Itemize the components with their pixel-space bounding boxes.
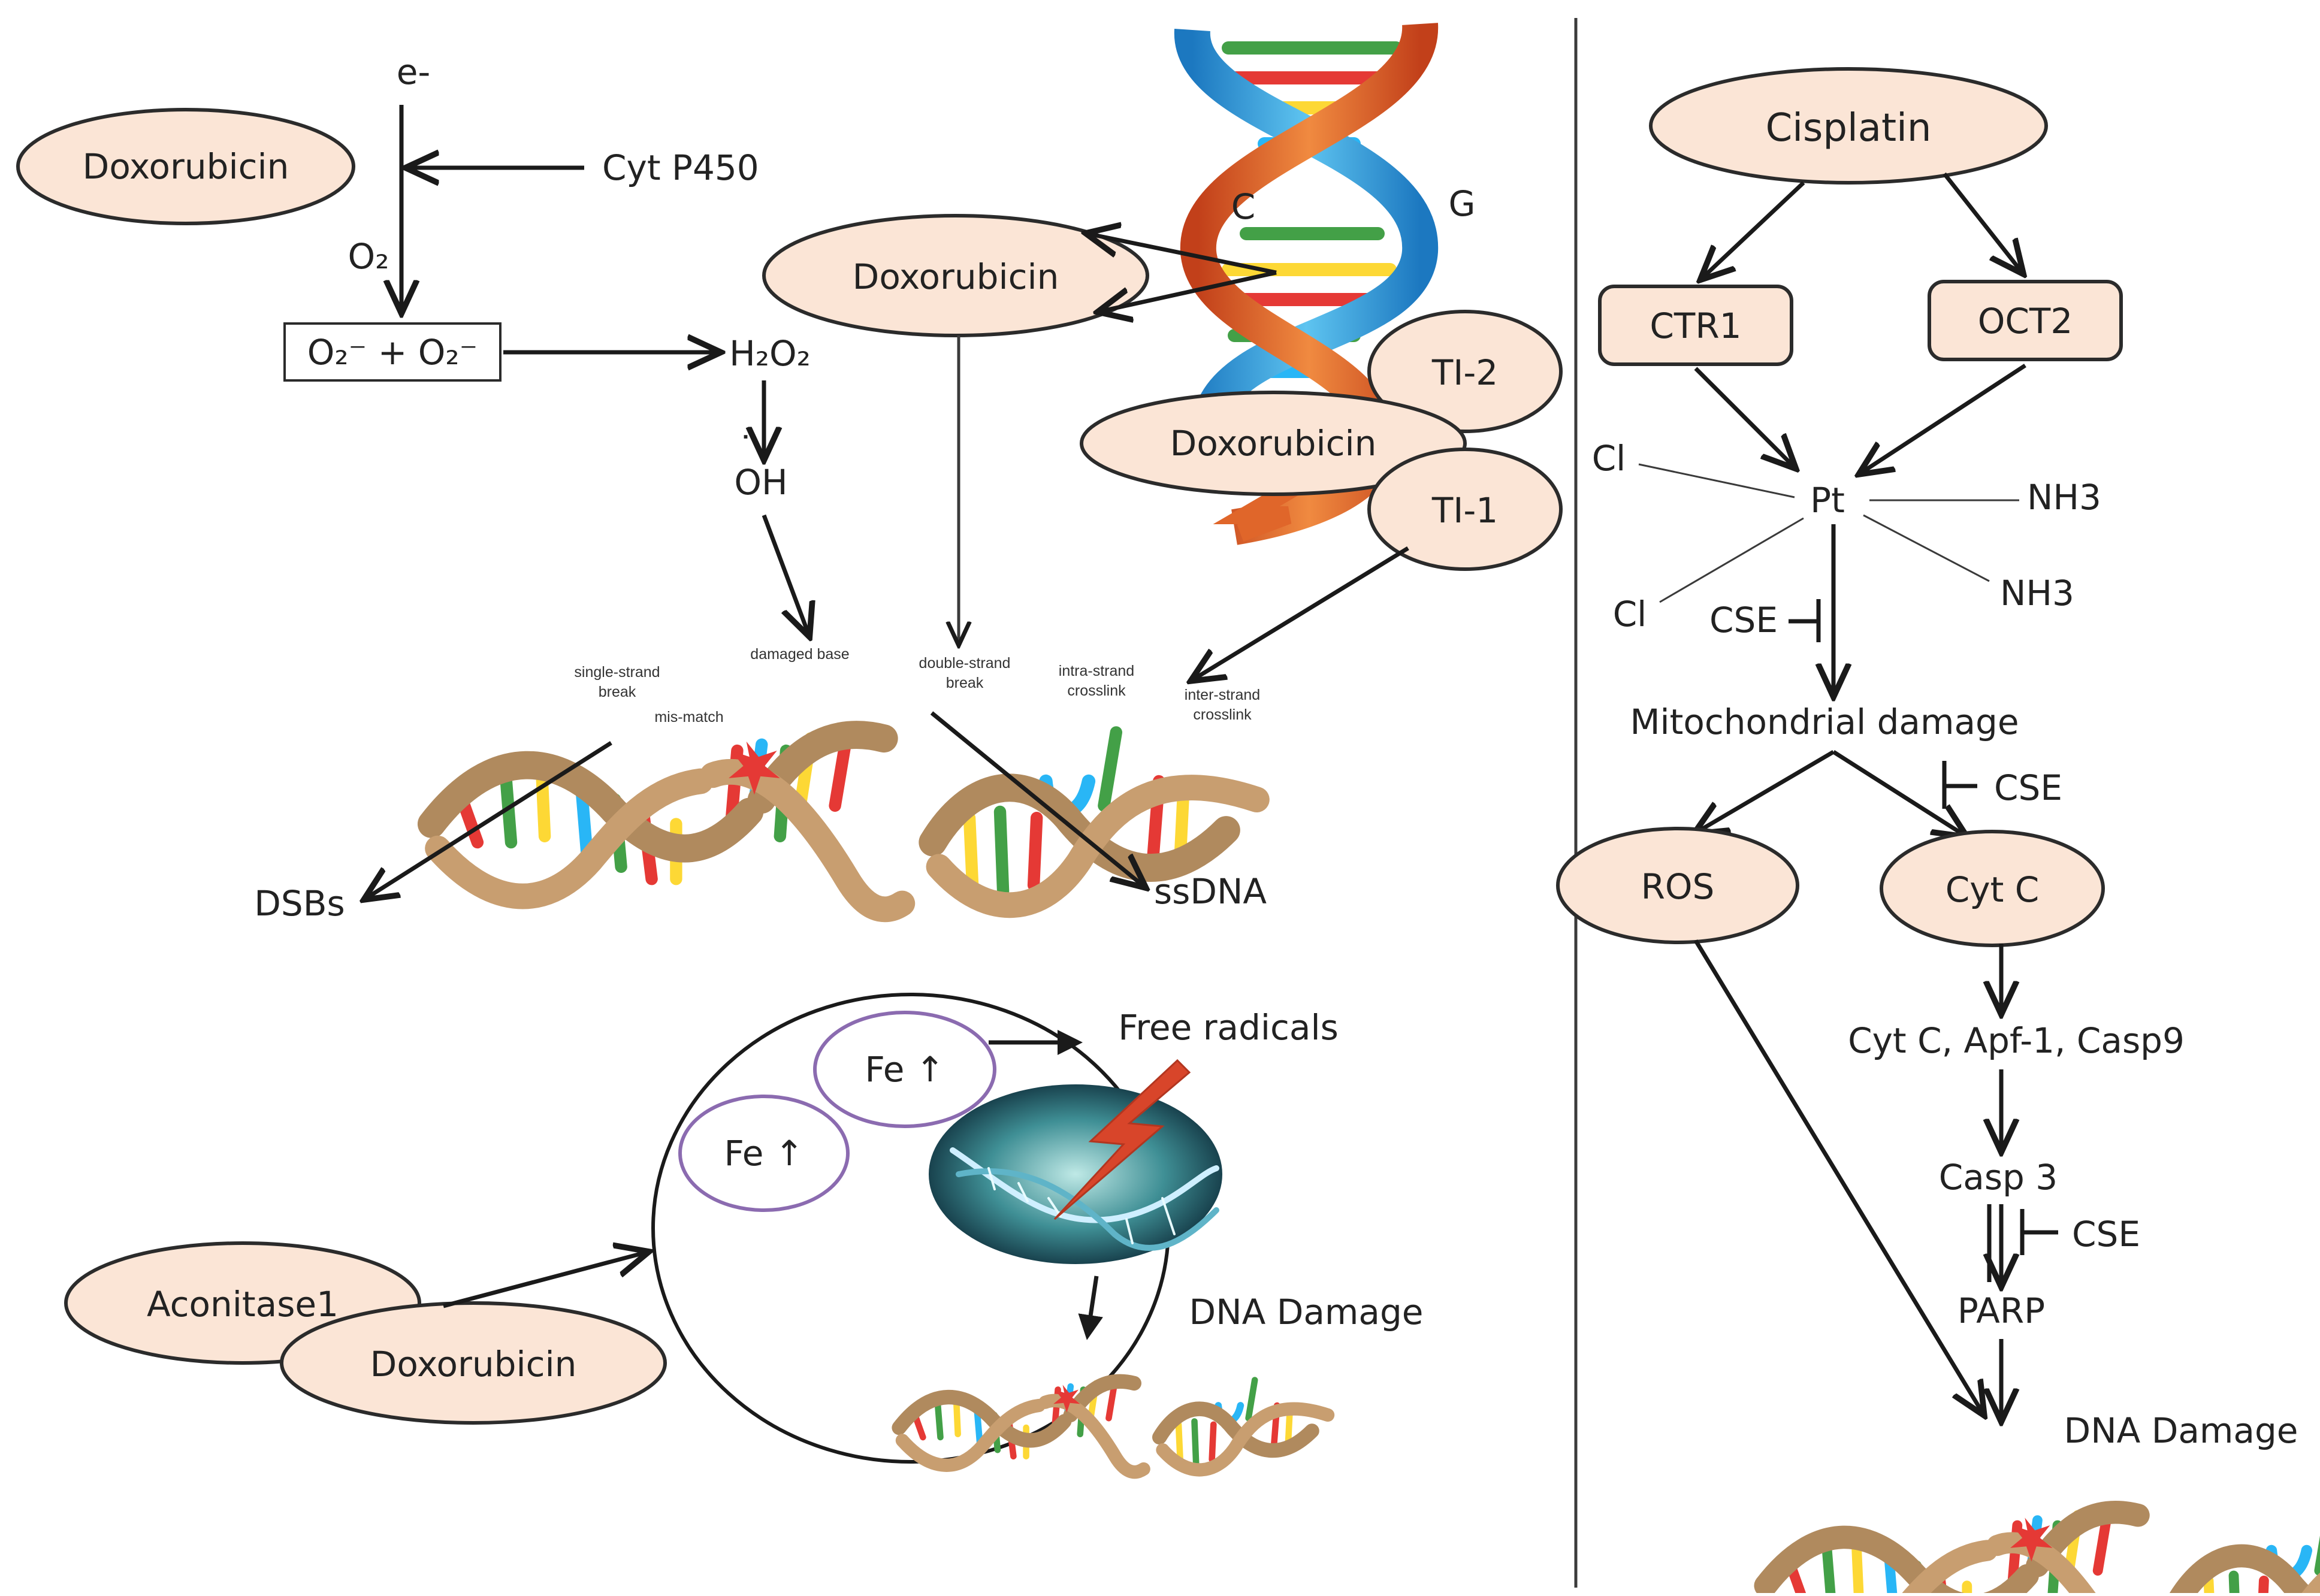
- base-g-label: G: [1449, 183, 1476, 224]
- dna-label-mismatch: mis-match: [654, 709, 723, 726]
- ssdna-label: ssDNA: [1154, 871, 1267, 912]
- doxorubicin-label-3: Doxorubicin: [1170, 423, 1377, 464]
- intercalation-arrow-down: [1099, 270, 1277, 312]
- cisplatin-to-oct2-arrow: [1943, 172, 2022, 273]
- fe-node-1: [813, 1011, 996, 1128]
- hydroxyl-label: OH: [734, 462, 787, 503]
- cl-label-1: Cl: [1592, 438, 1626, 479]
- doxorubicin-label-1: Doxorubicin: [83, 146, 289, 187]
- cse-label-3: CSE: [2072, 1214, 2140, 1255]
- nh3-label-2: NH3: [2000, 573, 2074, 613]
- ros-label: ROS: [1641, 866, 1715, 907]
- dsbs-label: DSBs: [254, 883, 345, 924]
- h2o2-label: H₂O₂: [729, 333, 811, 374]
- lightning-icon: [1053, 1059, 1191, 1220]
- doxorubicin-label-4: Doxorubicin: [370, 1344, 577, 1385]
- oct2-to-pt-arrow: [1860, 364, 2026, 473]
- damaged-dna-labels-main: single-strand break mis-match damaged ba…: [574, 646, 1260, 726]
- cytc-label: Cyt C: [1946, 869, 2040, 910]
- fe-node-2: [678, 1095, 850, 1212]
- base-c-label: C: [1231, 186, 1256, 227]
- cisplatin-node: [1649, 67, 2048, 185]
- to-ssdna-arrow: [930, 711, 1144, 887]
- superoxide-label: O₂⁻ + O₂⁻: [307, 332, 478, 373]
- doxorubicin-node-3: [1080, 391, 1467, 496]
- dna-label-intra-strand: intra-strand: [1059, 663, 1134, 679]
- damaged-dna-main: [431, 732, 1256, 909]
- ti1-to-crosslink-arrow: [1192, 546, 1409, 680]
- doxorubicin-node-1: [16, 108, 355, 225]
- intercalation-arrow-up: [1088, 234, 1277, 275]
- cl-label-2: Cl: [1613, 594, 1647, 634]
- ros-node: [1556, 827, 1799, 944]
- oxygen-label: O₂: [348, 236, 389, 277]
- cisplatin-dna-damage-label: DNA Damage: [2064, 1410, 2298, 1451]
- doxorubicin-node-4: [280, 1301, 667, 1425]
- pt-cl-bond-1: [1638, 463, 1795, 498]
- dna-label-intra-crosslink: crosslink: [1067, 682, 1126, 699]
- damaged-dna-right: [1766, 1510, 2320, 1593]
- mito-label: Mitochondrial damage: [1630, 702, 2019, 742]
- dna-label-double-strand-break: break: [946, 675, 984, 691]
- electron-label: e-: [397, 52, 431, 92]
- superoxide-box: [283, 322, 502, 382]
- cisplatin-label: Cisplatin: [1766, 106, 1932, 150]
- ti1-node: [1367, 448, 1563, 571]
- aconitase-arrow: [443, 1252, 647, 1308]
- parp-label: PARP: [1958, 1290, 2045, 1331]
- fe-label-2: Fe ↑: [724, 1133, 804, 1174]
- radicals-to-damage-arrow: [1078, 1275, 1103, 1340]
- aconitase-label: Aconitase1: [147, 1284, 339, 1325]
- cse-label-1: CSE: [1709, 600, 1778, 640]
- ctr1-label: CTR1: [1650, 306, 1741, 346]
- ti1-label: TI-1: [1431, 490, 1498, 531]
- dna-label-damaged-base: damaged base: [750, 646, 849, 663]
- cse-label-2: CSE: [1994, 767, 2062, 808]
- cyp450-label: Cyt P450: [602, 147, 759, 188]
- ctr1-to-pt-arrow: [1694, 367, 1795, 467]
- pt-nh3-bond-2: [1863, 514, 1990, 582]
- apoptosome-label: Cyt C, Apf-1, Casp9: [1848, 1020, 2185, 1061]
- dna-label-single-strand: single-strand: [574, 664, 660, 681]
- dna-label-inter-strand: inter-strand: [1185, 687, 1260, 703]
- hydroxyl-dot: ˙: [737, 429, 754, 470]
- pt-cl-bond-2: [1659, 517, 1804, 603]
- dna-label-inter-crosslink: crosslink: [1193, 706, 1252, 723]
- dna-strand-image: [950, 1147, 1219, 1251]
- oh-to-damage-arrow: [762, 514, 809, 635]
- to-dsbs-arrow: [365, 741, 612, 899]
- ti2-label: TI-2: [1431, 352, 1498, 393]
- oct2-label: OCT2: [1978, 301, 2073, 341]
- dna-label-double-strand: double-strand: [919, 655, 1011, 672]
- free-radicals-label: Free radicals: [1118, 1007, 1339, 1048]
- doxorubicin-label-2: Doxorubicin: [853, 256, 1059, 297]
- dna-label-single-strand-break: break: [599, 684, 636, 700]
- casp3-label: Casp 3: [1939, 1157, 2058, 1198]
- doxorubicin-node-2: [762, 214, 1149, 337]
- ros-to-damage-arrow: [1694, 939, 1983, 1414]
- mito-to-ros-arrow: [1696, 749, 1835, 833]
- iron-dna-damage-label: DNA Damage: [1189, 1292, 1424, 1332]
- ti2-node: [1367, 310, 1563, 433]
- nh3-label-1: NH3: [2027, 477, 2101, 518]
- pt-label: Pt: [1810, 480, 1845, 521]
- mito-to-cytc-arrow: [1832, 750, 1965, 836]
- oct2-node: [1928, 280, 2123, 361]
- ctr1-node: [1598, 285, 1793, 366]
- cytc-node: [1880, 830, 2105, 947]
- fe-label-1: Fe ↑: [865, 1049, 945, 1090]
- cisplatin-to-ctr1-arrow: [1702, 181, 1805, 279]
